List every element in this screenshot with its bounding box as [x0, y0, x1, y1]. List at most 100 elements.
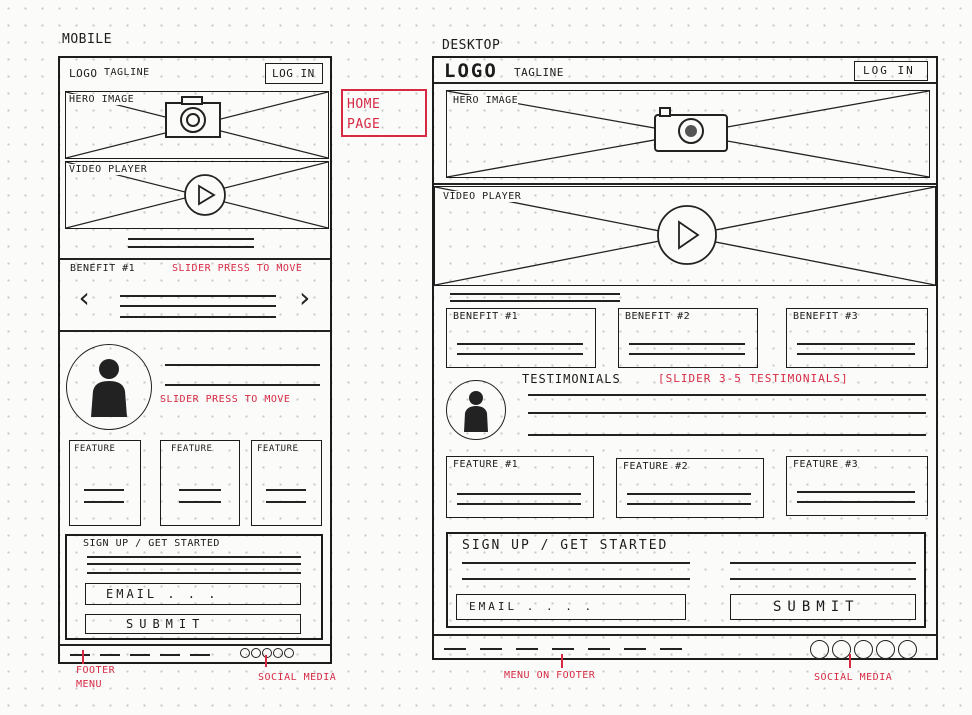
mobile-feature-card: FEATURE: [251, 440, 322, 526]
mobile-footer-note: FOOTER MENU: [76, 665, 116, 690]
mobile-testimonial-text-line: [165, 384, 320, 386]
mobile-benefit-text-line: [120, 295, 276, 297]
mobile-logo: LOGO: [69, 67, 98, 80]
social-circle-icon[interactable]: [898, 640, 917, 659]
mobile-footer-menu-item[interactable]: [130, 654, 150, 656]
social-circle-icon[interactable]: [262, 648, 272, 658]
mobile-label: MOBILE: [62, 32, 112, 47]
desktop-footer-menu-item[interactable]: [480, 648, 502, 650]
desktop-label: DESKTOP: [442, 38, 501, 53]
desktop-feature-text-line: [797, 491, 915, 493]
mobile-section-divider: [60, 258, 330, 260]
home-page-callout: HOME PAGE: [341, 89, 427, 137]
social-circle-icon[interactable]: [284, 648, 294, 658]
mobile-feature-text-line: [84, 489, 124, 491]
mobile-benefit-label: BENEFIT #1: [70, 263, 136, 274]
social-circle-icon[interactable]: [810, 640, 829, 659]
mobile-feature-label: FEATURE: [171, 444, 213, 454]
chevron-right-icon[interactable]: ›: [296, 281, 313, 314]
mobile-frame: LOGO TAGLINE LOG IN HERO IMAGE VIDEO PLA…: [58, 56, 332, 664]
mobile-testimonial-avatar: [66, 344, 152, 430]
mobile-signup-text-line: [87, 563, 301, 565]
play-icon[interactable]: [183, 173, 227, 217]
desktop-menu-note: MENU ON FOOTER: [504, 670, 596, 681]
mobile-feature-text-line: [179, 501, 221, 503]
mobile-feature-card: FEATURE: [69, 440, 141, 526]
play-icon[interactable]: [656, 204, 718, 266]
desktop-email-input[interactable]: EMAIL . . . .: [456, 594, 686, 620]
desktop-testimonials-title: TESTIMONIALS: [522, 372, 621, 386]
mobile-slider-note: SLIDER PRESS TO MOVE: [172, 263, 303, 274]
mobile-footer-menu-item[interactable]: [70, 654, 90, 656]
mobile-social-pointer: [265, 655, 267, 667]
mobile-feature-card: FEATURE: [160, 440, 240, 526]
mobile-tagline: TAGLINE: [104, 67, 150, 78]
desktop-benefit-text-line: [629, 343, 745, 345]
desktop-footer-menu-item[interactable]: [516, 648, 538, 650]
desktop-footer-menu-item[interactable]: [588, 648, 610, 650]
desktop-video-player[interactable]: VIDEO PLAYER: [434, 186, 936, 286]
social-circle-icon[interactable]: [854, 640, 873, 659]
mobile-footer-menu-item[interactable]: [190, 654, 210, 656]
desktop-feature-text-line: [627, 503, 751, 505]
mobile-submit-button[interactable]: SUBMIT: [85, 614, 301, 634]
mobile-login-label: LOG IN: [272, 67, 315, 80]
desktop-signup-text-line: [462, 578, 690, 580]
desktop-benefit-card: BENEFIT #1: [446, 308, 596, 368]
mobile-signup-text-line: [87, 572, 301, 574]
desktop-footer-menu-item[interactable]: [660, 648, 682, 650]
desktop-benefit-text-line: [797, 353, 915, 355]
home-page-label: HOME PAGE: [347, 97, 381, 132]
desktop-testimonial-text-line: [528, 394, 926, 396]
desktop-section-divider: [434, 183, 936, 185]
desktop-footer-menu-item[interactable]: [444, 648, 466, 650]
desktop-signup-section: SIGN UP / GET STARTED EMAIL . . . . SUBM…: [446, 532, 926, 628]
mobile-footer-menu-item[interactable]: [100, 654, 120, 656]
desktop-video-label: VIDEO PLAYER: [443, 191, 522, 202]
desktop-feature-text-line: [797, 501, 915, 503]
desktop-frame: LOGO TAGLINE LOG IN HERO IMAGE VIDEO PLA…: [432, 56, 938, 660]
mobile-signup-title: SIGN UP / GET STARTED: [83, 538, 220, 549]
desktop-testimonial-avatar: [446, 380, 506, 440]
mobile-footer-menu-item[interactable]: [160, 654, 180, 656]
desktop-login-button[interactable]: LOG IN: [854, 61, 928, 81]
desktop-footer-divider: [434, 634, 936, 636]
desktop-feature-card: FEATURE #3: [786, 456, 928, 516]
mobile-feature-text-line: [84, 501, 124, 503]
desktop-testimonial-text-line: [528, 434, 926, 436]
desktop-benefit-label: BENEFIT #3: [793, 311, 859, 322]
desktop-email-placeholder: EMAIL . . . .: [469, 600, 595, 613]
desktop-logo: LOGO: [444, 60, 498, 82]
desktop-hero-label: HERO IMAGE: [453, 95, 519, 106]
desktop-benefit-text-line: [629, 353, 745, 355]
chevron-left-icon[interactable]: ‹: [76, 281, 93, 314]
desktop-footer-menu-item[interactable]: [552, 648, 574, 650]
mobile-video-player[interactable]: VIDEO PLAYER: [65, 161, 329, 229]
mobile-footer-pointer: [82, 650, 84, 664]
desktop-submit-button[interactable]: SUBMIT: [730, 594, 916, 620]
mobile-testimonial-note: SLIDER PRESS TO MOVE: [160, 394, 291, 405]
desktop-hero-image: HERO IMAGE: [446, 90, 930, 178]
mobile-feature-label: FEATURE: [257, 444, 299, 454]
desktop-social-note: SOCIAL MEDIA: [814, 672, 893, 683]
mobile-feature-text-line: [179, 489, 221, 491]
mobile-video-label: VIDEO PLAYER: [69, 164, 148, 175]
mobile-login-button[interactable]: LOG IN: [265, 63, 323, 84]
mobile-email-placeholder: EMAIL . . .: [106, 587, 219, 601]
desktop-signup-title: SIGN UP / GET STARTED: [462, 538, 669, 553]
desktop-feature-card: FEATURE #1: [446, 456, 594, 518]
desktop-feature-text-line: [457, 493, 581, 495]
desktop-benefit-label: BENEFIT #2: [625, 311, 691, 322]
social-circle-icon[interactable]: [240, 648, 250, 658]
social-circle-icon[interactable]: [832, 640, 851, 659]
desktop-submit-label: SUBMIT: [773, 599, 860, 615]
social-circle-icon[interactable]: [251, 648, 261, 658]
mobile-submit-label: SUBMIT: [126, 617, 206, 631]
person-icon: [91, 359, 127, 417]
desktop-header-divider: [434, 82, 936, 84]
mobile-email-input[interactable]: EMAIL . . .: [85, 583, 301, 605]
social-circle-icon[interactable]: [273, 648, 283, 658]
social-circle-icon[interactable]: [876, 640, 895, 659]
mobile-signup-section: SIGN UP / GET STARTED EMAIL . . . SUBMIT: [65, 534, 323, 640]
desktop-footer-menu-item[interactable]: [624, 648, 646, 650]
